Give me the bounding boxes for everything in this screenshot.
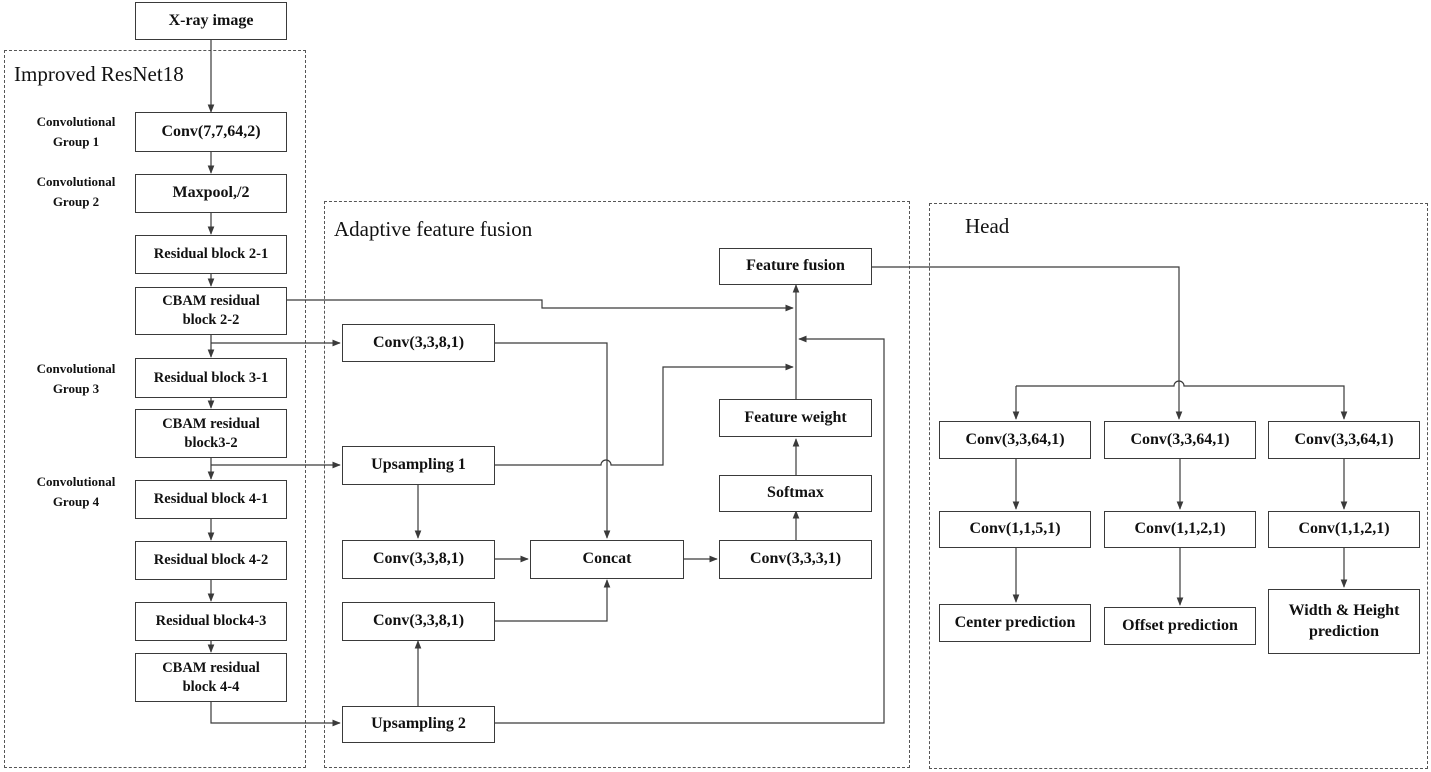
head-branch2-conv2-node: Conv(1,1,2,1) [1104, 511, 1256, 548]
head-branch3-conv1-node: Conv(3,3,64,1) [1268, 421, 1420, 459]
group-label-1: Convolutional Group 1 [21, 112, 131, 152]
group-label-1-line2: Group 1 [52, 134, 100, 150]
feature-weight-node: Feature weight [719, 399, 872, 437]
feature-fusion-node: Feature fusion [719, 248, 872, 285]
head-frame-title: Head [965, 214, 1010, 238]
edge-convC-concat [495, 579, 611, 622]
head-branch1-conv2-node: Conv(1,1,5,1) [939, 511, 1091, 548]
group-label-3: Convolutional Group 3 [21, 359, 131, 399]
group-label-1-line1: Convolutional [36, 114, 116, 129]
cbam-residual-block-4-4-node: CBAM residual block 4-4 [135, 653, 287, 702]
edge-head-split [1016, 380, 1216, 387]
residual-block-4-3-node: Residual block4-3 [135, 602, 287, 641]
cbam22-line1: CBAM residual [162, 293, 260, 310]
head-branch1-conv1-node: Conv(3,3,64,1) [939, 421, 1091, 459]
head-frame [929, 203, 1428, 769]
group-label-4-line2: Group 4 [52, 494, 100, 510]
edge-up1-fusion [495, 363, 794, 466]
xray-image-node: X-ray image [135, 2, 287, 40]
softmax-node: Softmax [719, 475, 872, 512]
cbam-residual-block-3-2-node: CBAM residual block3-2 [135, 409, 287, 458]
edge-convA-concat [495, 342, 611, 539]
fusion-frame [324, 201, 910, 768]
wh-line2: prediction [1309, 622, 1379, 640]
fusion-conv-c-node: Conv(3,3,8,1) [342, 602, 495, 641]
residual-block-2-1-node: Residual block 2-1 [135, 235, 287, 274]
group-label-3-line2: Group 3 [52, 381, 100, 397]
edge-up2-fusion [495, 335, 885, 724]
cbam44-line2: block 4-4 [182, 678, 240, 695]
fusion-frame-title: Adaptive feature fusion [334, 217, 533, 241]
cbam-residual-block-2-2-node: CBAM residual block 2-2 [135, 287, 287, 335]
upsampling-1-node: Upsampling 1 [342, 446, 495, 485]
head-branch3-conv2-node: Conv(1,1,2,1) [1268, 511, 1420, 548]
head-branch2-conv1-node: Conv(3,3,64,1) [1104, 421, 1256, 459]
group-label-2-line2: Group 2 [52, 194, 100, 210]
offset-prediction-node: Offset prediction [1104, 607, 1256, 645]
edge-split-b3 [1216, 385, 1348, 420]
width-height-prediction-node: Width & Height prediction [1268, 589, 1420, 654]
backbone-frame [4, 50, 306, 768]
fusion-conv-d-node: Conv(3,3,3,1) [719, 540, 872, 579]
upsampling-2-node: Upsampling 2 [342, 706, 495, 743]
residual-block-3-1-node: Residual block 3-1 [135, 358, 287, 398]
fusion-conv-b-node: Conv(3,3,8,1) [342, 540, 495, 579]
cbam22-line2: block 2-2 [182, 312, 240, 328]
edge-fusion-head [872, 266, 1180, 384]
group-label-3-line1: Convolutional [36, 361, 116, 376]
group-label-2: Convolutional Group 2 [21, 172, 131, 212]
wh-line1: Width & Height [1288, 601, 1400, 619]
backbone-frame-title: Improved ResNet18 [14, 62, 184, 86]
center-prediction-node: Center prediction [939, 604, 1091, 642]
group-label-4-line1: Convolutional [36, 474, 116, 489]
edge-cbam22-fusion [287, 299, 794, 312]
group-label-4: Convolutional Group 4 [21, 472, 131, 512]
cbam32-line1: CBAM residual [162, 415, 260, 432]
concat-node: Concat [530, 540, 684, 579]
group-label-2-line1: Convolutional [36, 174, 116, 189]
cbam32-line2: block3-2 [184, 434, 238, 451]
fusion-conv-a-node: Conv(3,3,8,1) [342, 324, 495, 362]
residual-block-4-2-node: Residual block 4-2 [135, 541, 287, 580]
residual-block-4-1-node: Residual block 4-1 [135, 480, 287, 519]
conv1-node: Conv(7,7,64,2) [135, 112, 287, 152]
edge-cbam44-up2 [210, 702, 341, 727]
maxpool-node: Maxpool,/2 [135, 174, 287, 213]
cbam44-line1: CBAM residual [162, 659, 260, 676]
